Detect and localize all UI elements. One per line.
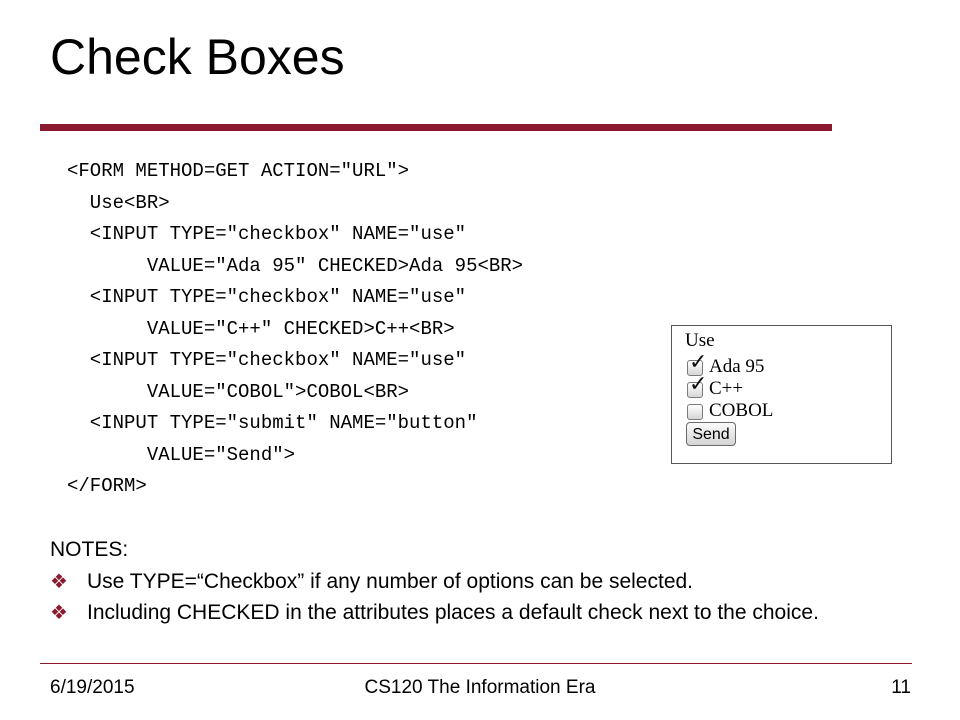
title-divider: [40, 124, 832, 131]
checkbox-label: Ada 95: [709, 356, 765, 377]
code-line: <INPUT TYPE="checkbox" NAME="use": [67, 286, 467, 308]
footer-date: 6/19/2015: [50, 677, 135, 698]
code-line: VALUE="COBOL">COBOL<BR>: [67, 380, 410, 403]
diamond-bullet-icon: ❖: [50, 600, 68, 624]
preview-heading: Use: [685, 330, 715, 351]
code-line: Use<BR>: [67, 191, 170, 214]
slide-title: Check Boxes: [50, 29, 345, 85]
code-line: VALUE="Ada 95" CHECKED>Ada 95<BR>: [67, 254, 524, 277]
send-button[interactable]: Send: [686, 422, 736, 446]
notes-heading: NOTES:: [50, 538, 129, 561]
diamond-bullet-icon: ❖: [50, 569, 68, 593]
bullet-text: Including CHECKED in the attributes plac…: [87, 601, 819, 624]
footer-course-title: CS120 The Information Era: [364, 677, 596, 698]
code-line: VALUE="C++" CHECKED>C++<BR>: [67, 317, 455, 340]
page-number: 11: [891, 677, 911, 698]
code-line: <FORM METHOD=GET ACTION="URL">: [67, 160, 410, 182]
code-block: <FORM METHOD=GET ACTION="URL"> Use<BR> <…: [67, 156, 523, 503]
notes-bullet: ❖ Use TYPE=“Checkbox” if any number of o…: [50, 569, 900, 594]
footer-divider: [40, 663, 912, 664]
form-preview: Use ✓ Ada 95 ✓ C++ COBOL Send: [671, 325, 892, 464]
code-line: </FORM>: [67, 475, 147, 497]
checkbox[interactable]: ✓: [687, 352, 707, 376]
checkbox[interactable]: [687, 404, 703, 420]
checkbox-label: C++: [709, 378, 744, 399]
notes-bullet: ❖ Including CHECKED in the attributes pl…: [50, 600, 900, 625]
code-line: <INPUT TYPE="checkbox" NAME="use": [67, 223, 467, 245]
code-line: <INPUT TYPE="submit" NAME="button": [67, 412, 478, 434]
checkbox-label: COBOL: [709, 400, 774, 421]
checkmark-icon: ✓: [689, 350, 708, 375]
code-line: <INPUT TYPE="checkbox" NAME="use": [67, 349, 467, 371]
checkmark-icon: ✓: [689, 372, 708, 397]
checkbox[interactable]: ✓: [687, 374, 707, 398]
code-line: VALUE="Send">: [67, 443, 296, 466]
notes-list: ❖ Use TYPE=“Checkbox” if any number of o…: [50, 570, 900, 632]
bullet-text: Use TYPE=“Checkbox” if any number of opt…: [87, 570, 694, 593]
